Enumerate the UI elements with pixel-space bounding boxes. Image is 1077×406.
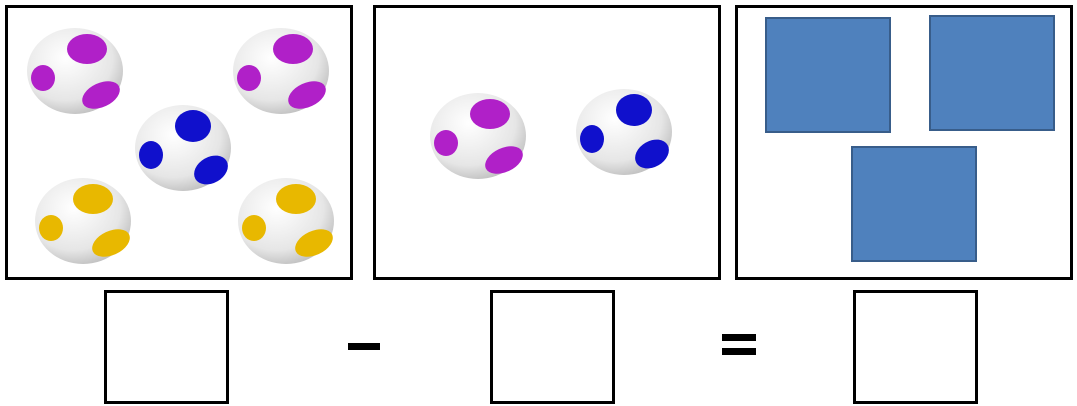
panel-eggs-two <box>373 5 721 280</box>
answer-box-3[interactable] <box>853 290 978 404</box>
purple-egg <box>428 88 528 180</box>
purple-egg <box>25 23 125 115</box>
answer-box-2[interactable] <box>490 290 615 404</box>
blue-square <box>765 17 891 133</box>
blue-square <box>929 15 1055 131</box>
yellow-egg <box>236 173 336 265</box>
yellow-egg <box>33 173 133 265</box>
purple-egg <box>231 23 331 115</box>
panel-eggs-five <box>5 5 353 280</box>
blue-egg <box>133 100 233 192</box>
panel-squares-three <box>735 5 1073 280</box>
answer-box-1[interactable] <box>104 290 229 404</box>
blue-square <box>851 146 977 262</box>
blue-egg <box>574 84 674 176</box>
minus-sign <box>348 343 380 350</box>
